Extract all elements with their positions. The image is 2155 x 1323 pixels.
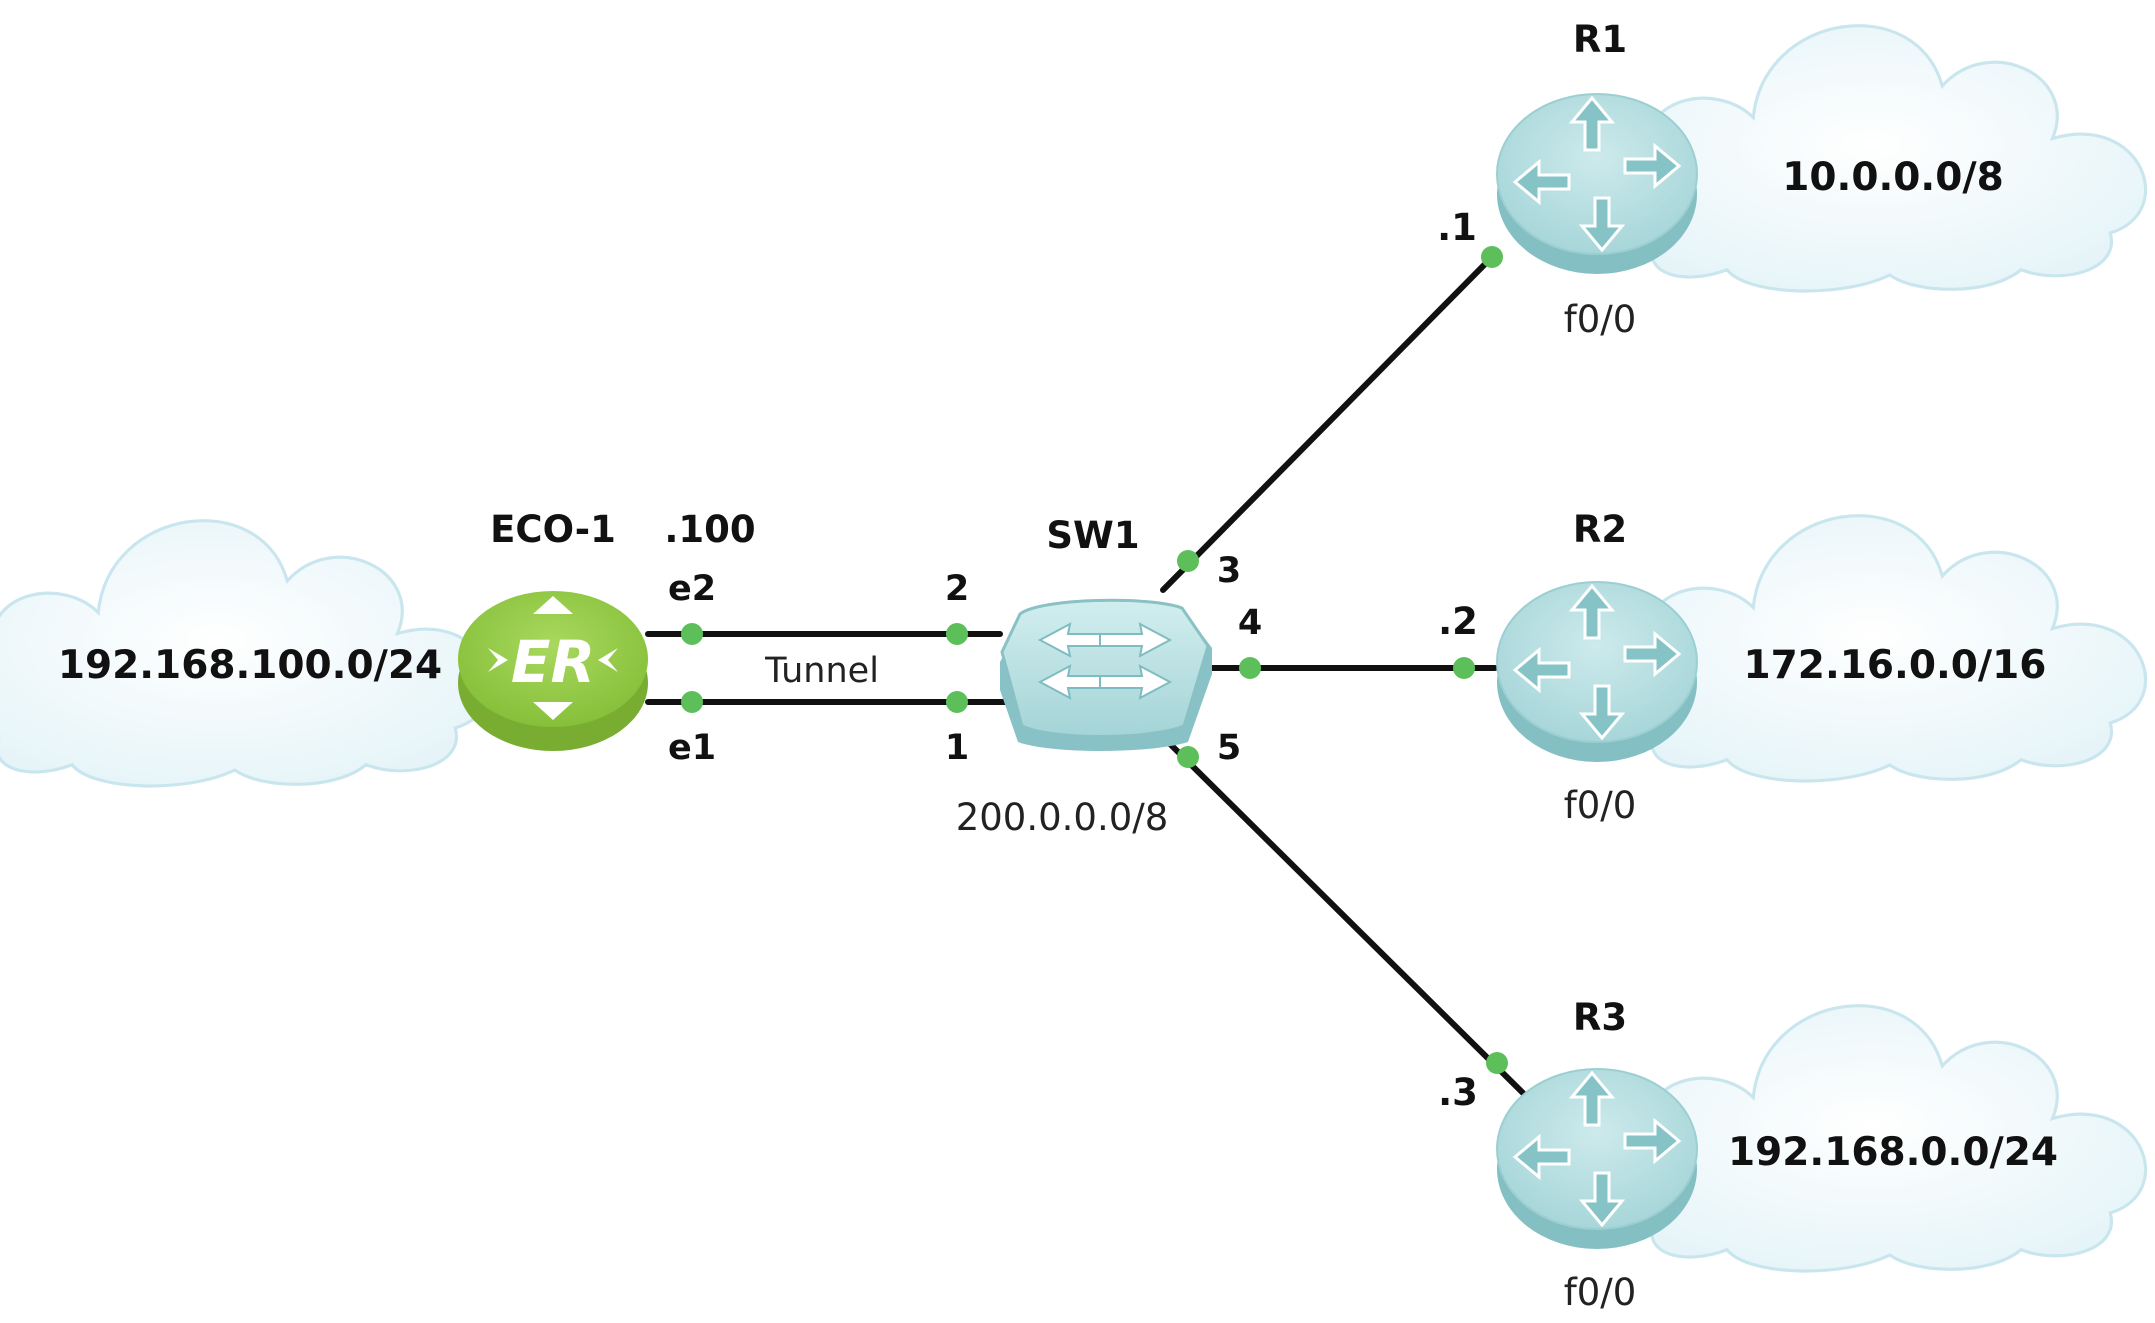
switch-arrows-icon [1037, 622, 1173, 700]
link-sw-r3 [1160, 734, 1526, 1096]
router-arrows-icon [1512, 583, 1682, 741]
port-dot-sw-2 [946, 623, 968, 645]
sw-port-1-label: 1 [945, 728, 969, 768]
tunnel-label: Tunnel [764, 651, 879, 691]
r1-device[interactable] [1496, 93, 1698, 274]
cloud-left: 192.168.100.0/24 [0, 519, 493, 788]
r3-interface: f0/0 [1564, 1271, 1637, 1314]
r3-address: .3 [1438, 1071, 1478, 1114]
link-sw-r1 [1160, 254, 1495, 593]
port-dot-sw-1 [946, 691, 968, 713]
r3-name: R3 [1573, 996, 1627, 1039]
r1-interface: f0/0 [1564, 298, 1637, 341]
sw1-subnet: 200.0.0.0/8 [956, 796, 1169, 839]
eco-logo-icon: ER [488, 596, 618, 720]
sw-port-2-label: 2 [945, 569, 969, 609]
eco-1-device[interactable]: ER [458, 591, 648, 751]
port-dot-eco-e1 [681, 691, 703, 713]
eco-port-e2-label: e2 [668, 569, 716, 609]
port-dot-sw-3 [1177, 550, 1199, 572]
cloud-left-label: 192.168.100.0/24 [58, 643, 442, 688]
r1-name: R1 [1573, 18, 1627, 61]
cloud-r3: 192.168.0.0/24 [1596, 1004, 2148, 1273]
cloud-r1: 10.0.0.0/8 [1596, 24, 2148, 293]
r2-name: R2 [1573, 508, 1627, 551]
sw-port-5-label: 5 [1217, 728, 1241, 768]
port-dot-r2 [1453, 657, 1475, 679]
router-arrows-icon [1512, 95, 1682, 253]
cloud-r2-label: 172.16.0.0/16 [1744, 643, 2047, 688]
r2-interface: f0/0 [1564, 784, 1637, 827]
port-dot-r1 [1481, 246, 1503, 268]
eco-1-name: ECO-1 [490, 508, 616, 551]
port-dot-sw-5 [1177, 746, 1199, 768]
eco-1-address: .100 [664, 508, 755, 551]
port-dot-eco-e2 [681, 623, 703, 645]
sw-port-4-label: 4 [1238, 603, 1262, 643]
cloud-r3-label: 192.168.0.0/24 [1728, 1130, 2058, 1175]
router-arrows-icon [1512, 1070, 1682, 1228]
sw1-name: SW1 [1046, 514, 1139, 557]
sw-port-3-label: 3 [1217, 551, 1241, 591]
port-dot-sw-4 [1239, 657, 1261, 679]
r1-address: .1 [1437, 206, 1477, 249]
r2-device[interactable] [1496, 581, 1698, 762]
cloud-r1-label: 10.0.0.0/8 [1782, 155, 2004, 200]
port-dot-r3 [1486, 1052, 1508, 1074]
r2-address: .2 [1438, 600, 1478, 643]
sw1-device[interactable] [1000, 598, 1212, 751]
eco-port-e1-label: e1 [668, 728, 716, 768]
eco-logo-text: ER [511, 628, 595, 696]
r3-device[interactable] [1496, 1068, 1698, 1249]
cloud-r2: 172.16.0.0/16 [1596, 514, 2148, 783]
